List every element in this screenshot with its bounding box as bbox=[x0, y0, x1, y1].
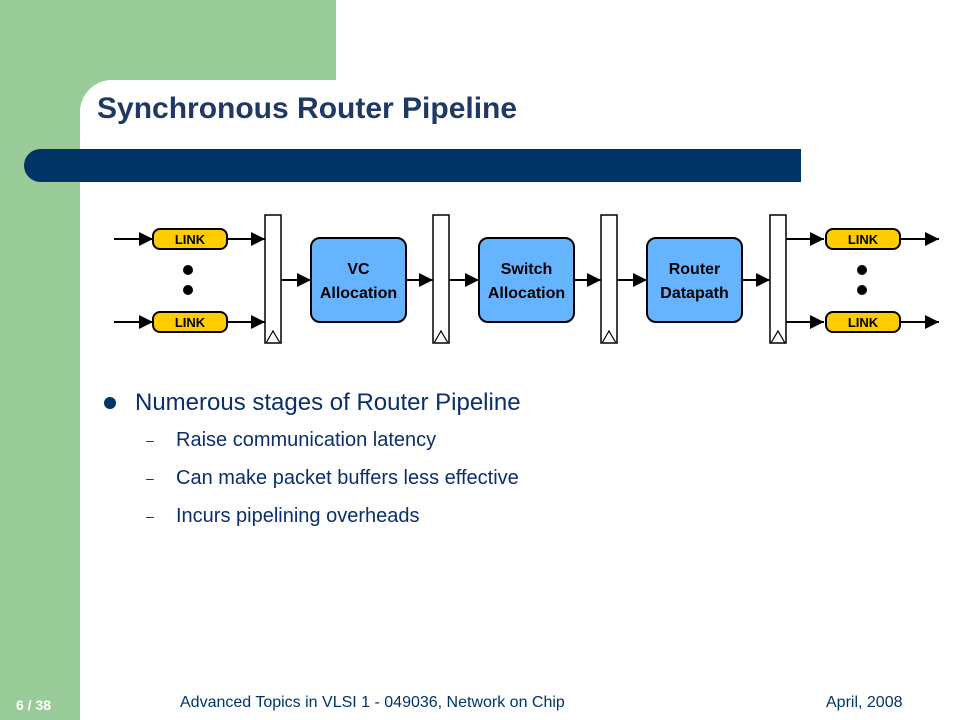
svg-text:Allocation: Allocation bbox=[320, 285, 397, 302]
pipeline-register-3 bbox=[600, 214, 618, 344]
stage-vc-allocation: VC Allocation bbox=[310, 237, 407, 323]
input-link-top: LINK bbox=[152, 228, 228, 250]
pipeline-register-1 bbox=[264, 214, 282, 344]
sub-bullet-dash-icon: – bbox=[146, 432, 154, 448]
bullet-dot-icon bbox=[104, 397, 116, 409]
sub-bullet-dash-icon: – bbox=[146, 470, 154, 486]
svg-text:LINK: LINK bbox=[175, 315, 206, 330]
sub-bullet-item: – Can make packet buffers less effective bbox=[104, 459, 521, 497]
sub-bullet-text: Incurs pipelining overheads bbox=[176, 505, 420, 527]
ellipsis-dot bbox=[857, 285, 867, 295]
pipeline-register-2 bbox=[432, 214, 450, 344]
input-link-bottom: LINK bbox=[152, 311, 228, 333]
output-link-bottom: LINK bbox=[825, 311, 901, 333]
svg-text:Switch: Switch bbox=[501, 261, 553, 278]
pipeline-register-4 bbox=[769, 214, 787, 344]
sub-bullet-dash-icon: – bbox=[146, 508, 154, 524]
sub-bullet-item: – Incurs pipelining overheads bbox=[104, 497, 521, 535]
svg-text:Router: Router bbox=[669, 261, 721, 278]
ellipsis-dot bbox=[183, 265, 193, 275]
output-links: LINK LINK bbox=[825, 228, 939, 333]
bullet-list: Numerous stages of Router Pipeline – Rai… bbox=[104, 385, 521, 535]
svg-text:LINK: LINK bbox=[848, 315, 879, 330]
footer-date: April, 2008 bbox=[826, 694, 903, 711]
ellipsis-dot bbox=[183, 285, 193, 295]
svg-text:Datapath: Datapath bbox=[660, 285, 728, 302]
svg-text:VC: VC bbox=[347, 261, 370, 278]
footer-course: Advanced Topics in VLSI 1 - 049036, Netw… bbox=[180, 694, 565, 711]
svg-text:Allocation: Allocation bbox=[488, 285, 565, 302]
bullet-item: Numerous stages of Router Pipeline bbox=[104, 385, 521, 421]
stage-switch-allocation: Switch Allocation bbox=[478, 237, 575, 323]
ellipsis-dot bbox=[857, 265, 867, 275]
sub-bullet-item: – Raise communication latency bbox=[104, 421, 521, 459]
sub-bullet-text: Can make packet buffers less effective bbox=[176, 467, 519, 489]
slide-number: 6 / 38 bbox=[16, 697, 52, 713]
title-underline-bar bbox=[24, 149, 801, 182]
content-panel bbox=[80, 80, 960, 720]
sub-bullet-text: Raise communication latency bbox=[176, 429, 437, 451]
svg-text:LINK: LINK bbox=[848, 232, 879, 247]
output-link-top: LINK bbox=[825, 228, 901, 250]
slide-title: Synchronous Router Pipeline bbox=[97, 92, 518, 125]
router-pipeline-diagram: LINK LINK VC Allocation Switch Allocatio… bbox=[114, 214, 824, 344]
bullet-text: Numerous stages of Router Pipeline bbox=[135, 389, 521, 416]
svg-text:LINK: LINK bbox=[175, 232, 206, 247]
stage-router-datapath: Router Datapath bbox=[646, 237, 743, 323]
